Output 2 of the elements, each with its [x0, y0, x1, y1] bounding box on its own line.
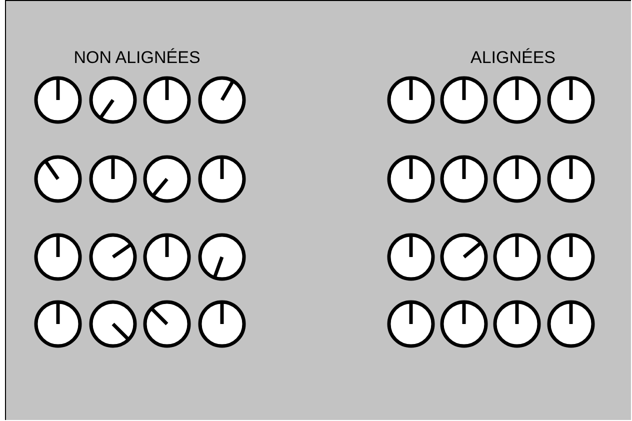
group-heading: NON ALIGNÉES	[74, 48, 200, 68]
group-heading: ALIGNÉES	[470, 48, 556, 68]
